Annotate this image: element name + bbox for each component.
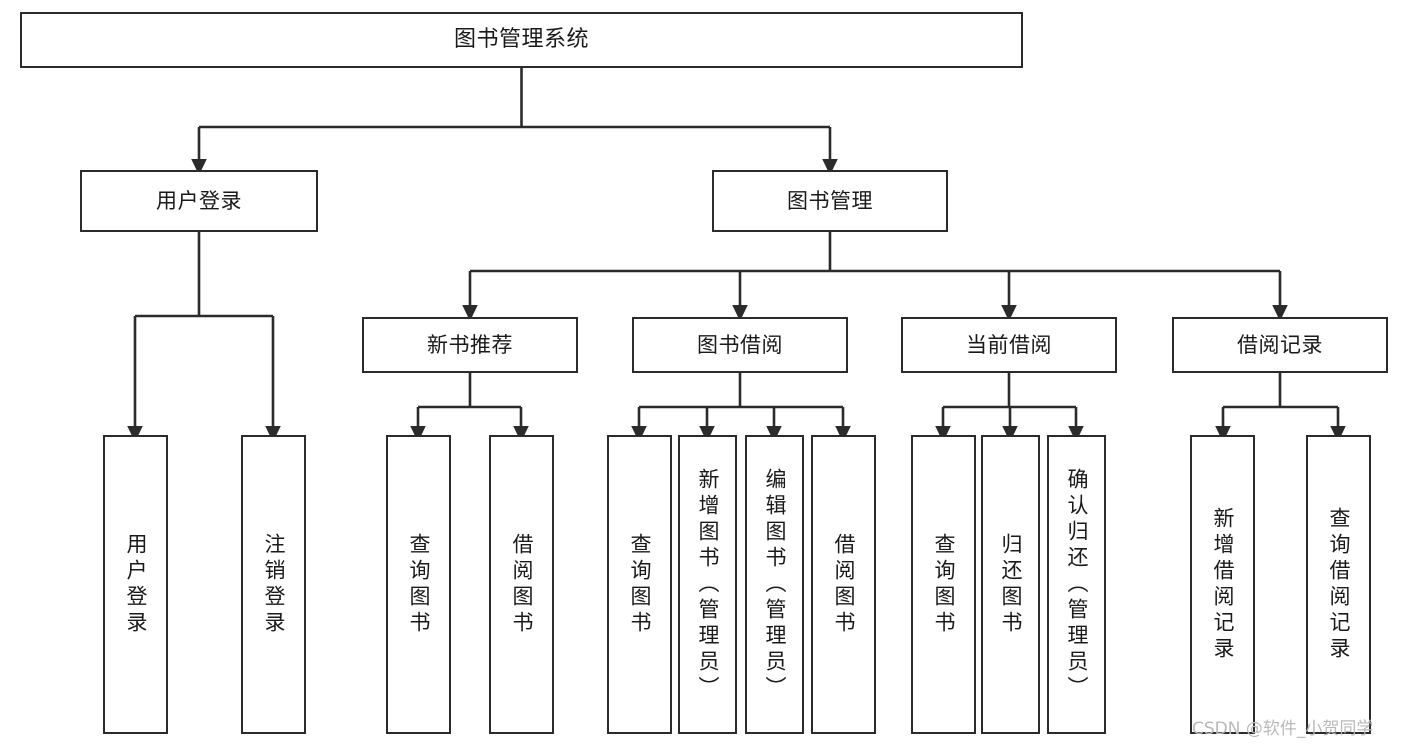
- node-leaf-borrow-book[interactable]: 借阅图书: [811, 435, 876, 734]
- node-leaf-query-book-borrow[interactable]: 查询图书: [607, 435, 672, 734]
- node-borrow-records[interactable]: 借阅记录: [1172, 317, 1388, 373]
- connector-group-root: [191, 68, 838, 176]
- connector-group-user-login: [127, 232, 281, 443]
- node-book-management-label: 图书管理: [787, 188, 873, 213]
- node-leaf-query-book-current[interactable]: 查询图书: [911, 435, 976, 734]
- node-leaf-user-login-label: 用户登录: [124, 532, 148, 637]
- node-leaf-query-book-current-label: 查询图书: [932, 532, 956, 637]
- node-new-book-recommend-label: 新书推荐: [427, 332, 513, 357]
- node-new-book-recommend[interactable]: 新书推荐: [362, 317, 578, 373]
- node-leaf-add-borrow-record-label: 新增借阅记录: [1211, 506, 1235, 663]
- node-leaf-borrow-book-rec-label: 借阅图书: [510, 532, 534, 637]
- node-leaf-borrow-book-label: 借阅图书: [832, 532, 856, 637]
- node-leaf-return-book[interactable]: 归还图书: [981, 435, 1040, 734]
- connector-group-records: [1215, 373, 1346, 443]
- node-leaf-add-book-admin[interactable]: 新增图书（管理员）: [678, 435, 737, 734]
- node-leaf-return-book-label: 归还图书: [999, 532, 1023, 637]
- node-leaf-add-borrow-record[interactable]: 新增借阅记录: [1190, 435, 1255, 734]
- node-leaf-query-book-rec[interactable]: 查询图书: [386, 435, 451, 734]
- connector-group-borrow: [631, 373, 851, 443]
- connector-group-new-book: [410, 373, 529, 443]
- node-book-borrow[interactable]: 图书借阅: [632, 317, 848, 373]
- node-root-label: 图书管理系统: [453, 27, 589, 53]
- node-leaf-query-book-borrow-label: 查询图书: [628, 532, 652, 637]
- node-book-management[interactable]: 图书管理: [712, 170, 948, 232]
- connector-group-book-mgmt: [462, 232, 1288, 322]
- node-leaf-logout[interactable]: 注销登录: [241, 435, 306, 734]
- node-leaf-confirm-return-admin[interactable]: 确认归还（管理员）: [1047, 435, 1106, 734]
- node-leaf-confirm-return-admin-label: 确认归还（管理员）: [1065, 467, 1089, 702]
- node-leaf-edit-book-admin-label: 编辑图书（管理员）: [763, 467, 787, 702]
- node-leaf-query-borrow-record[interactable]: 查询借阅记录: [1306, 435, 1371, 734]
- node-leaf-add-book-admin-label: 新增图书（管理员）: [696, 467, 720, 702]
- node-leaf-query-book-rec-label: 查询图书: [407, 532, 431, 637]
- node-borrow-records-label: 借阅记录: [1237, 332, 1323, 357]
- node-leaf-edit-book-admin[interactable]: 编辑图书（管理员）: [745, 435, 804, 734]
- connector-group-current: [935, 373, 1084, 443]
- node-current-borrow[interactable]: 当前借阅: [901, 317, 1117, 373]
- node-leaf-borrow-book-rec[interactable]: 借阅图书: [489, 435, 554, 734]
- node-user-login[interactable]: 用户登录: [80, 170, 318, 232]
- node-leaf-query-borrow-record-label: 查询借阅记录: [1327, 506, 1351, 663]
- node-leaf-user-login[interactable]: 用户登录: [103, 435, 168, 734]
- node-current-borrow-label: 当前借阅: [966, 332, 1052, 357]
- node-root-system[interactable]: 图书管理系统: [20, 12, 1023, 68]
- node-book-borrow-label: 图书借阅: [697, 332, 783, 357]
- node-user-login-label: 用户登录: [156, 188, 242, 213]
- node-leaf-logout-label: 注销登录: [262, 532, 286, 637]
